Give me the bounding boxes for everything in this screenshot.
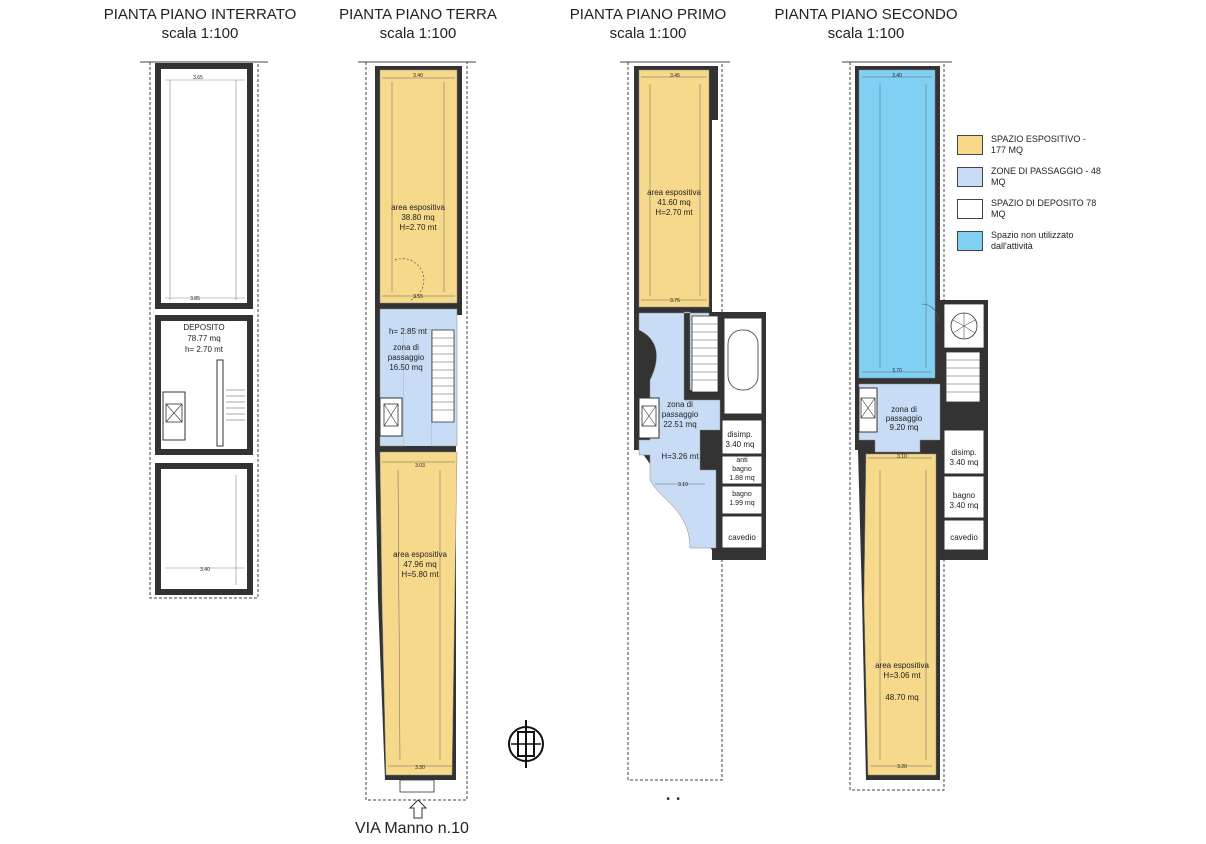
dim-primo-top: 3.45 <box>670 73 680 79</box>
dim-primo-lower: 3.10 <box>678 482 688 488</box>
dim-terra-mid: 3.55 <box>413 294 423 300</box>
title-interrato-name: PIANTA PIANO INTERRATO <box>103 6 297 23</box>
legend-item-espositivo: SPAZIO ESPOSITIVO - 177 MQ <box>957 134 1101 156</box>
legend-swatch-espositivo <box>957 135 983 155</box>
plan-interrato: 3.65 3.85 3.40 DEPOSITO 78.77 mq h= 2.70… <box>140 61 268 599</box>
title-secondo-scale: scala 1:100 <box>827 25 905 42</box>
primo-bottom-mark-2: ■ <box>676 796 679 802</box>
dim-secondo-mid: 3.70 <box>892 368 902 374</box>
plan-secondo: 3.40 3.70 3.10 3.20 zona di passaggio 9.… <box>842 61 988 791</box>
dim-terra-lower: 3.03 <box>415 463 425 469</box>
dim-secondo-top: 3.40 <box>892 73 902 79</box>
plan-terra: 3.40 3.55 3.03 3.30 area espositiva 38.8… <box>358 61 476 819</box>
legend-item-non-utilizzato: Spazio non utilizzato dall'attività <box>957 230 1101 252</box>
dim-secondo-lower: 3.10 <box>897 454 907 460</box>
primo-pass-h: H=3.26 mt <box>661 452 699 461</box>
title-secondo: PIANTA PIANO SECONDO scala 1:100 <box>766 5 966 43</box>
secondo-area-name: area espositiva <box>875 661 929 670</box>
terra-area2-h: H=5.80 mt <box>401 570 439 579</box>
interrato-room-height: h= 2.70 mt <box>185 345 224 354</box>
secondo-pass-name1: zona di <box>891 405 917 414</box>
interrato-room-area: 78.77 mq <box>187 334 220 343</box>
terra-area2-name: area espositiva <box>393 550 447 559</box>
dim-interrato-mid: 3.85 <box>190 296 200 302</box>
primo-pass-name2: passaggio <box>662 410 699 419</box>
title-primo: PIANTA PIANO PRIMO scala 1:100 <box>548 5 748 43</box>
primo-anti-name2: bagno <box>732 466 752 473</box>
legend-label-non-utilizzato: Spazio non utilizzato dall'attività <box>991 230 1074 251</box>
terra-area1-mq: 38.80 mq <box>401 213 434 222</box>
dim-primo-mid: 3.75 <box>670 298 680 304</box>
primo-pass-mq: 22.51 mq <box>663 420 696 429</box>
legend-item-deposito: SPAZIO DI DEPOSITO 78 MQ <box>957 198 1101 220</box>
terra-pass-h: h= 2.85 mt <box>389 327 428 336</box>
title-terra: PIANTA PIANO TERRA scala 1:100 <box>318 5 518 43</box>
terra-area2-mq: 47.96 mq <box>403 560 436 569</box>
dim-secondo-bottom: 3.20 <box>897 764 907 770</box>
title-terra-scale: scala 1:100 <box>379 25 457 42</box>
entrance-arrow-icon <box>408 799 428 819</box>
title-interrato: PIANTA PIANO INTERRATO scala 1:100 <box>100 5 300 43</box>
secondo-pass-name2: passaggio <box>886 414 923 423</box>
primo-cavedio: cavedio <box>728 533 756 542</box>
primo-pass-name1: zona di <box>667 400 693 409</box>
north-arrow-icon <box>508 720 544 768</box>
secondo-area-mq: 48.70 mq <box>885 693 918 702</box>
legend-label-espositivo: SPAZIO ESPOSITIVO - 177 MQ <box>991 134 1086 155</box>
legend-label-deposito: SPAZIO DI DEPOSITO 78 MQ <box>991 198 1097 219</box>
secondo-bagno-name: bagno <box>953 491 976 500</box>
secondo-disimp-name: disimp. <box>951 448 976 457</box>
title-primo-scale: scala 1:100 <box>609 25 687 42</box>
street-label: VIA Manno n.10 <box>355 820 469 837</box>
primo-area-h: H=2.70 mt <box>655 208 693 217</box>
secondo-pass-mq: 9.20 mq <box>890 423 919 432</box>
dim-terra-top: 3.40 <box>413 73 423 79</box>
primo-area-mq: 41.60 mq <box>657 198 690 207</box>
primo-disimp-mq: 3.40 mq <box>726 440 755 449</box>
terra-pass-mq: 16.50 mq <box>389 363 422 372</box>
legend-item-passaggio: ZONE DI PASSAGGIO - 48 MQ <box>957 166 1101 188</box>
primo-disimp-name: disimp. <box>727 430 752 439</box>
title-primo-name: PIANTA PIANO PRIMO <box>569 6 727 23</box>
title-interrato-scale: scala 1:100 <box>161 25 239 42</box>
terra-pass-name2: passaggio <box>388 353 425 362</box>
primo-bagno-mq: 1.99 mq <box>729 500 754 507</box>
primo-area-name: area espositiva <box>647 188 701 197</box>
title-secondo-name: PIANTA PIANO SECONDO <box>774 6 958 23</box>
terra-area1-h: H=2.70 mt <box>399 223 437 232</box>
interrato-room-name: DEPOSITO <box>183 323 224 332</box>
legend-swatch-passaggio <box>957 167 983 187</box>
secondo-cavedio: cavedio <box>950 533 978 542</box>
secondo-bagno-mq: 3.40 mq <box>950 501 979 510</box>
primo-anti-mq: 1.88 mq <box>729 475 754 482</box>
terra-pass-name1: zona di <box>393 343 419 352</box>
primo-bottom-mark-1: ■ <box>666 796 669 802</box>
plan-primo: 3.45 3.75 3.10 area espositiva 41.60 mq … <box>620 61 766 802</box>
title-terra-name: PIANTA PIANO TERRA <box>339 6 497 23</box>
legend-label-passaggio: ZONE DI PASSAGGIO - 48 MQ <box>991 166 1101 187</box>
legend-swatch-deposito <box>957 199 983 219</box>
dim-terra-bottom: 3.30 <box>415 765 425 771</box>
primo-bagno-name: bagno <box>732 491 752 498</box>
secondo-area-h: H=3.06 mt <box>883 671 921 680</box>
legend-swatch-non-utilizzato <box>957 231 983 251</box>
dim-interrato-bottom: 3.40 <box>200 567 210 573</box>
primo-anti-name1: anti <box>736 457 748 464</box>
dim-interrato-top: 3.65 <box>193 75 203 81</box>
secondo-disimp-mq: 3.40 mq <box>950 458 979 467</box>
terra-area1-name: area espositiva <box>391 203 445 212</box>
